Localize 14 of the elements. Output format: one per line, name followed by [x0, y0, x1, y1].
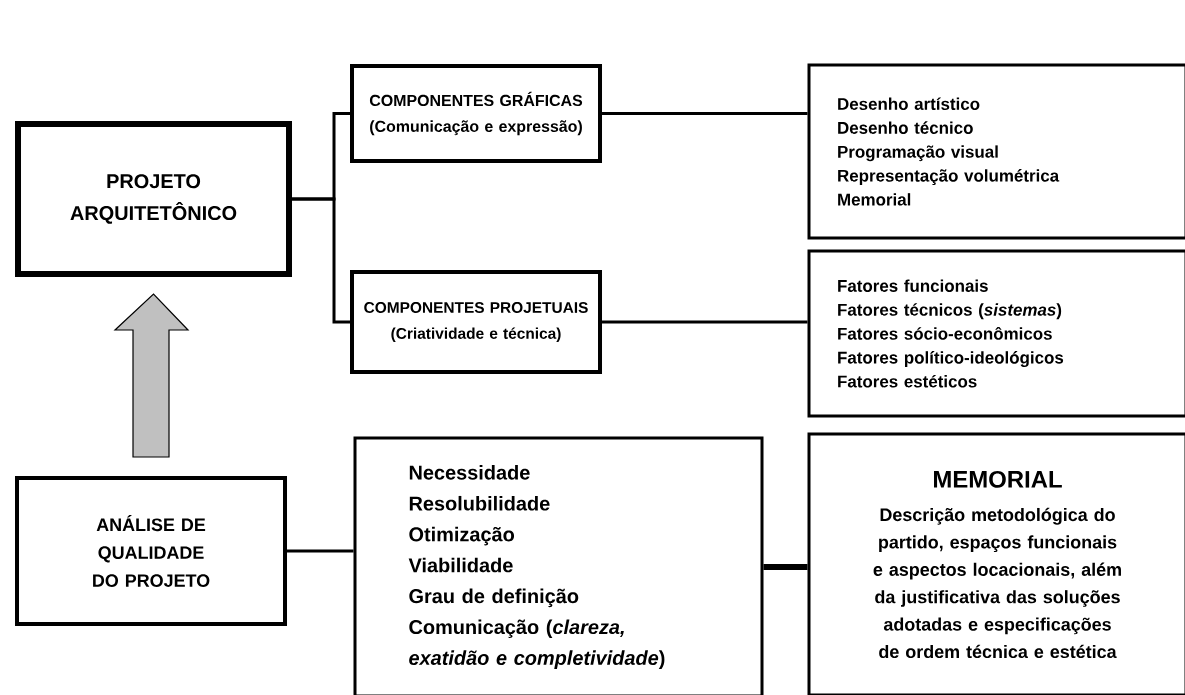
concept-box: COMPONENTES PROJETUAIS (Criatividade e técnica): [350, 270, 602, 374]
connector-line: [763, 564, 808, 570]
connector-line: [602, 320, 808, 324]
block-arrow: [113, 293, 190, 458]
concept-box: COMPONENTES GRÁFICAS (Comunicação e expressão): [350, 64, 602, 163]
concept-box: PROJETO ARQUITETÔNICO: [15, 121, 292, 277]
description-box: MEMORIAL Descrição metodológica do partido, espaços funcionais e aspectos locacionais, além da justificativa das soluções adotadas e especificações de ordem técnica e estética: [807, 432, 1185, 695]
concept-box: ANÁLISE DE QUALIDADE DO PROJETO: [15, 476, 287, 626]
list-box: Fatores funcionais Fatores técnicos (sistemas) Fatores sócio-econômicos Fatores político-ideológicos Fatores estéticos: [807, 249, 1185, 418]
connector-line: [292, 197, 350, 324]
list-box: Desenho artístico Desenho técnico Programação visual Representação volumétrica Memorial: [807, 63, 1185, 240]
list-box: Necessidade Resolubilidade Otimização Viabilidade Grau de definição Comunicação (clareza, exatidão e completividade): [353, 436, 764, 695]
connector-line: [287, 549, 354, 553]
connector-line: [602, 112, 808, 115]
